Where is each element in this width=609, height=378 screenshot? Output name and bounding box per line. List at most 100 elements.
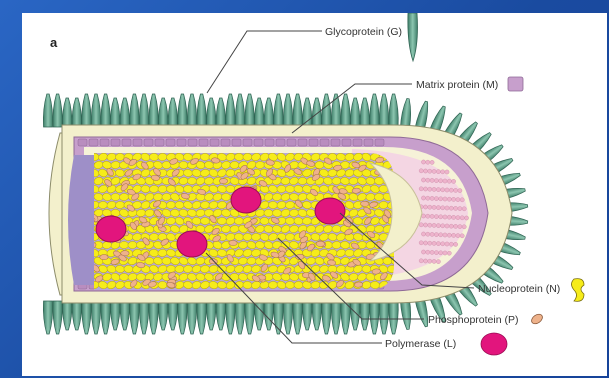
glycoprotein-spike [245,301,254,334]
glycoprotein-spike [120,301,129,330]
tip-dot [439,251,443,255]
matrix-unit [111,139,120,146]
matrix-unit [122,139,131,146]
label-polymerase: Polymerase (L) [385,338,456,350]
matrix-unit [100,139,109,146]
tip-dot [436,224,440,228]
matrix-unit [199,139,208,146]
tip-dot [445,170,449,174]
glycoprotein-spike [351,98,360,127]
matrix-unit [221,139,230,146]
glycoprotein-spike [130,301,139,334]
glycoprotein-spike [400,299,412,330]
tip-dot [443,179,447,183]
glycoprotein-spike [216,98,225,127]
polymerase-2 [177,231,207,257]
tip-dot [432,205,436,209]
tip-dot [430,250,434,254]
nucleoprotein-unit [200,153,209,160]
tip-dot [426,214,430,218]
matrix-unit [298,139,307,146]
glycoprotein-spike [130,94,139,127]
nucleoprotein-unit [119,273,128,281]
glycoprotein-spike [255,98,264,127]
nucleoprotein-unit [149,233,158,241]
matrix-unit [265,139,274,146]
matrix-unit [254,139,263,146]
matrix-unit [353,139,362,146]
tip-dot [426,178,430,182]
tip-dot [419,223,423,227]
glycoprotein-spike [226,301,235,334]
glycoprotein-spike [293,301,302,334]
nucleoprotein-unit [294,281,303,288]
label-matrix: Matrix protein (M) [416,79,498,91]
glycoprotein-spike [207,301,216,330]
tip-dot [447,251,451,255]
tip-dot [419,241,423,245]
glycoprotein-spike [283,94,292,127]
tip-dot [419,169,423,173]
tip-dot [443,215,447,219]
matrix-unit [375,139,384,146]
rabies-virion-diagram: a [22,13,607,376]
glycoprotein-spike [322,94,331,127]
label-phosphoprotein: Phosphoprotein (P) [428,314,518,326]
nucleoprotein-unit [345,249,354,256]
tip-dot [428,205,432,209]
glycoprotein-spike [389,94,398,127]
tip-dot [441,188,445,192]
nucleoprotein-unit [166,201,176,209]
tip-dot [454,242,458,246]
glycoprotein-spike [312,301,321,330]
nucleoprotein-unit [285,281,295,289]
nucleoprotein-unit [302,217,311,224]
nucleoprotein-unit [243,153,252,160]
tip-dot [430,196,434,200]
tip-dot [458,189,462,193]
tip-dot [434,215,438,219]
glycoprotein-spike [370,301,379,334]
matrix-unit [188,139,197,146]
nucleoprotein-unit [128,241,138,249]
polymerase-1 [96,216,126,242]
tip-dot [439,215,443,219]
glycoprotein-spike [72,98,81,127]
tip-dot [426,160,430,164]
tip-dot [452,215,456,219]
glycoprotein-spike [274,94,283,127]
nucleoprotein-unit [111,193,120,200]
matrix-unit [144,139,153,146]
tip-dot [449,224,453,228]
glycoprotein-spike [312,98,321,127]
tip-dot [460,234,464,238]
tip-dot [441,242,445,246]
matrix-legend-icon [508,77,523,91]
nucleoprotein-unit [183,185,192,193]
glycoprotein-spike [149,301,158,334]
tip-dot [430,178,434,182]
tip-dot [443,197,447,201]
tip-dot [436,206,440,210]
tip-dot [421,178,425,182]
glycoprotein-spike [303,301,312,330]
leader-glycoprotein [207,31,322,93]
glycoprotein-spike [360,301,369,330]
matrix-unit [78,139,87,146]
tip-dot [441,206,445,210]
polymerase-3 [231,187,261,213]
glycoprotein-spike [400,98,412,129]
glycoprotein-spike [341,94,350,127]
glycoprotein-spike [168,98,177,127]
tip-dot [421,250,425,254]
phosphoprotein-unit [360,201,369,207]
nucleoprotein-unit [98,201,107,208]
tip-dot [447,197,451,201]
nucleoprotein-unit [234,217,243,224]
tip-dot [423,205,427,209]
tip-dot [452,197,456,201]
tip-dot [434,251,438,255]
tip-dot [445,242,449,246]
tip-dot [434,197,438,201]
nucleoprotein-unit [319,185,329,193]
